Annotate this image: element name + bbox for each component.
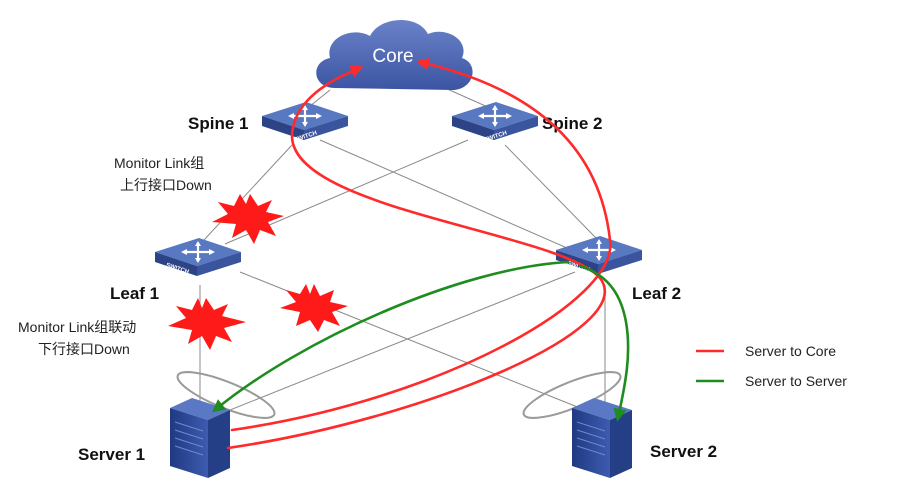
flow-server-to-core-b — [230, 57, 612, 432]
downlink-down-note-line1: Monitor Link组联动 — [18, 319, 136, 335]
spine2-switch[interactable]: SWITCH — [450, 100, 540, 144]
fault-burst-spine-uplink — [212, 194, 284, 244]
spine1-label: Spine 1 — [188, 114, 248, 133]
flow-server-to-server-a — [211, 260, 570, 413]
server1[interactable] — [170, 398, 230, 478]
traffic-flows — [211, 57, 630, 450]
legend: Server to Core Server to Server — [696, 343, 847, 389]
link-spine1-leaf1 — [203, 144, 293, 241]
physical-links — [199, 87, 606, 413]
flow-server-to-server-b — [578, 264, 630, 422]
server2-label: Server 2 — [650, 442, 717, 461]
core-label: Core — [372, 46, 413, 67]
uplink-down-note-line1: Monitor Link组 — [114, 155, 204, 171]
leaf2-switch[interactable]: SWITCH — [554, 234, 644, 276]
link-spine2-leaf2 — [504, 144, 597, 239]
link-leaf2-server1 — [224, 271, 576, 413]
leaf2-label: Leaf 2 — [632, 284, 681, 303]
server2[interactable] — [572, 398, 632, 478]
fault-burst-leaf-downlink — [168, 298, 246, 350]
legend-label-server-to-core: Server to Core — [745, 343, 836, 359]
core-cloud: Core — [316, 19, 473, 90]
link-core-spine2 — [444, 87, 491, 109]
spine1-switch[interactable]: SWITCH — [260, 100, 350, 144]
uplink-down-note-line2: 上行接口Down — [120, 177, 212, 193]
legend-label-server-to-server: Server to Server — [745, 373, 847, 389]
server1-label: Server 1 — [78, 445, 145, 464]
flow-server-to-core-a — [226, 65, 607, 450]
fault-burst-leaf-cross — [280, 284, 348, 332]
leaf1-label: Leaf 1 — [110, 284, 159, 303]
leaf1-switch[interactable]: SWITCH — [153, 236, 243, 278]
downlink-down-note-line2: 下行接口Down — [38, 341, 130, 357]
link-spine1-leaf2 — [319, 139, 591, 259]
